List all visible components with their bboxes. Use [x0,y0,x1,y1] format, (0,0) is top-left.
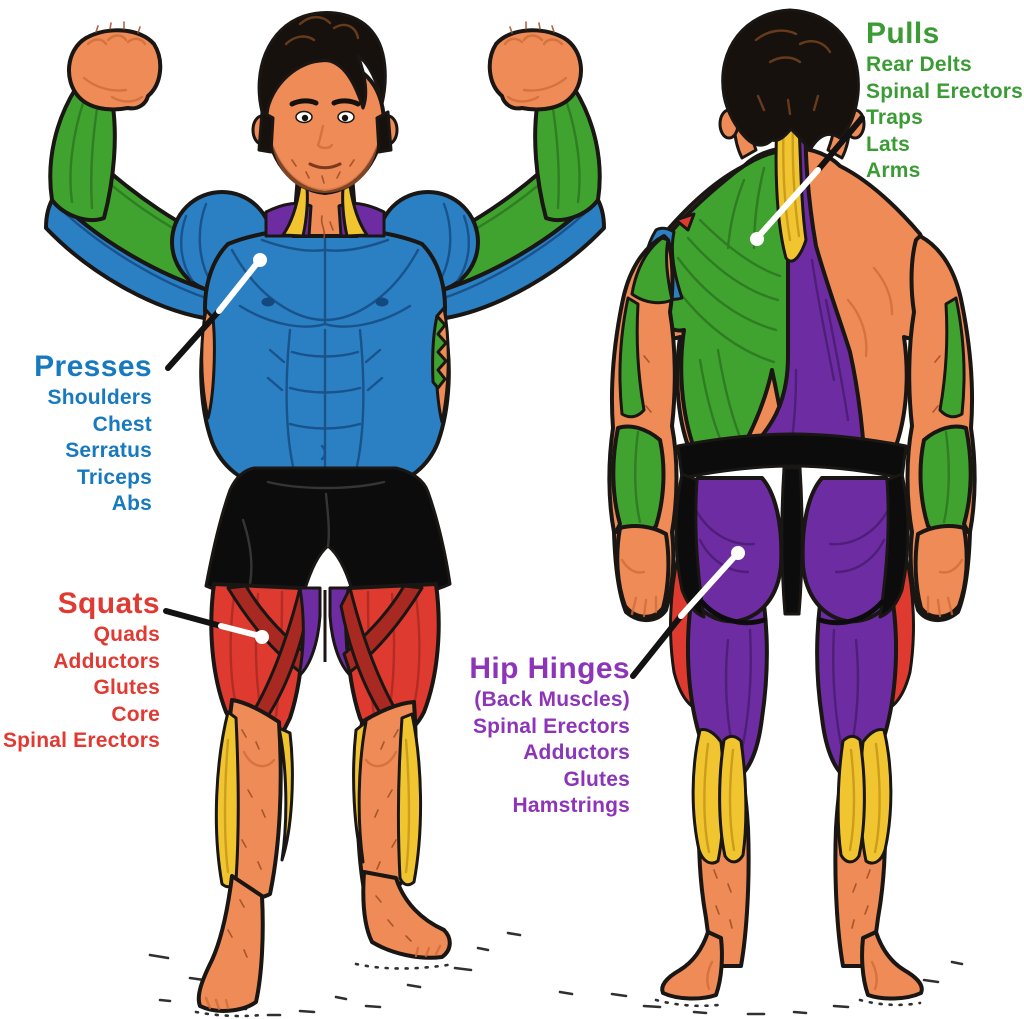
squats-title: Squats [57,587,160,620]
pulls-title: Pulls [866,17,940,50]
front-neck-muscle-right [341,184,369,238]
back-left-leg [669,554,769,968]
presses-leader-dot-icon [253,253,267,267]
back-torso [642,106,937,458]
front-eyes [295,110,355,124]
front-right-nipple [375,297,389,307]
front-serratus [431,314,448,390]
front-shorts [204,466,452,599]
figure-back [607,8,977,1001]
back-spinal-erectors-purple [740,106,866,458]
pulls-item: Spinal Erectors [866,79,1024,103]
front-eyebrows [289,98,361,107]
front-stubble [271,138,379,193]
presses-label: Presses Shoulders Chest Serratus Triceps… [0,349,152,518]
front-right-foot [361,870,452,960]
front-mouth [308,162,342,170]
squats-item: Quads [93,623,160,646]
front-neck-muscle-left [281,184,309,238]
presses-item: Triceps [77,465,152,489]
presses-leader-line [165,253,267,371]
ground-speckles [148,931,964,1018]
hip-hinges-item: Spinal Erectors [472,714,630,738]
pulls-item: Rear Delts [866,53,972,76]
front-torso-press-muscles [199,226,451,488]
squats-item: Adductors [53,649,160,673]
back-left-foot [660,930,724,1001]
squats-item: Core [111,702,160,726]
pulls-item: Traps [866,106,924,129]
squats-leader-line [163,608,269,644]
front-nose [316,124,334,150]
presses-item: Serratus [65,439,152,462]
pulls-label: Pulls Rear Delts Spinal Erectors Traps L… [866,16,1024,185]
hip-hinges-leader-dot-icon [731,546,745,560]
front-hair [257,11,387,118]
front-right-fist [487,21,584,112]
squats-item: Glutes [93,676,160,699]
squats-item: Spinal Erectors [2,729,160,752]
pulls-leader-line [750,115,865,246]
front-head [251,11,399,195]
pulls-item: Lats [866,132,910,156]
hip-hinges-item: Adductors [523,741,630,764]
back-shorts [674,432,910,626]
hip-hinges-item: Hamstrings [512,794,630,817]
hip-hinges-title: Hip Hinges [469,652,630,685]
presses-item: Abs [111,492,152,515]
hip-hinges-leader-line [630,546,745,679]
hip-hinges-item: Glutes [563,767,630,791]
squats-leader-dot-icon [255,630,269,644]
back-right-arm [905,234,977,622]
hip-hinges-subtitle: (Back Muscles) [474,688,630,711]
pulls-item: Arms [866,159,921,182]
back-head [718,8,866,160]
squats-label: Squats Quads Adductors Glutes Core Spina… [0,586,160,755]
back-red-patch [674,212,696,232]
presses-title: Presses [34,350,152,383]
back-left-arm [607,234,679,622]
presses-item: Shoulders [47,386,152,409]
front-left-nipple [261,297,275,307]
hip-hinges-label: Hip Hinges (Back Muscles) Spinal Erector… [430,651,630,820]
back-right-foot [860,930,924,1001]
pulls-leader-dot-icon [750,232,764,246]
front-left-foot [196,874,265,1013]
front-left-fist [66,21,163,112]
figure-front [44,11,606,1013]
presses-item: Chest [92,412,152,436]
